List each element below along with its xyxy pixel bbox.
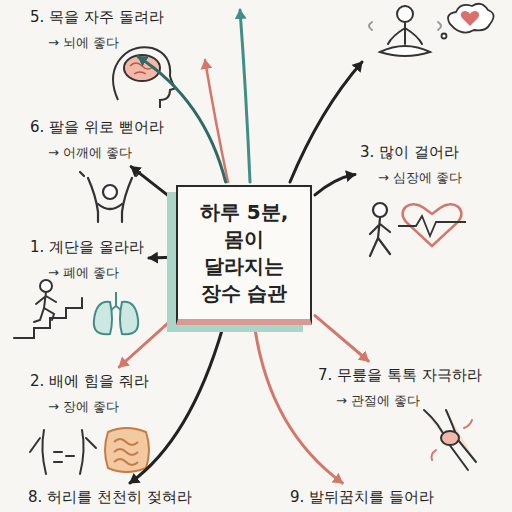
deco-arrows bbox=[205, 10, 362, 182]
arrow-connector bbox=[315, 316, 368, 361]
arrow-connector bbox=[131, 167, 173, 200]
benefit-text: → 심장에 좋다 bbox=[360, 170, 462, 187]
heart-cloud bbox=[442, 4, 494, 39]
habit-title: 9. 발뒤꿈치를 들어라 bbox=[290, 488, 434, 507]
habit-item: 1. 계단을 올라라 → 폐에 좋다 bbox=[30, 238, 144, 282]
benefit-text: → 어깨에 좋다 bbox=[30, 145, 164, 162]
benefit-text: → 폐에 좋다 bbox=[30, 265, 144, 282]
habit-title: 3. 많이 걸어라 bbox=[360, 143, 462, 162]
torso-icon bbox=[30, 430, 96, 474]
knee-icon bbox=[424, 410, 476, 470]
habit-title: 7. 무릎을 톡톡 자극하라 bbox=[318, 366, 482, 385]
center-box: 하루 5분, 몸이 달라지는 장수 습관 bbox=[176, 185, 312, 325]
lungs-icon bbox=[94, 292, 138, 334]
habit-title: 5. 목을 자주 돌려라 bbox=[30, 8, 164, 27]
arms-up-icon bbox=[80, 172, 140, 222]
habit-title: 1. 계단을 올라라 bbox=[30, 238, 144, 257]
habit-item: 5. 목을 자주 돌려라 → 뇌에 좋다 bbox=[30, 8, 164, 52]
benefit-text: → 장에 좋다 bbox=[30, 399, 149, 416]
arrow-connector bbox=[149, 256, 173, 260]
arrow-connector bbox=[130, 328, 223, 483]
habit-title: 6. 팔을 위로 뻗어라 bbox=[30, 118, 164, 137]
center-title: 하루 5분, 몸이 달라지는 장수 습관 bbox=[186, 199, 302, 307]
arrow-connector bbox=[255, 328, 342, 483]
arrow-connector bbox=[119, 319, 173, 367]
habit-item: 8. 허리를 천천히 젖혀라 bbox=[28, 488, 192, 507]
arrow-connector bbox=[315, 175, 355, 195]
habit-item: 6. 팔을 위로 뻗어라 → 어깨에 좋다 bbox=[30, 118, 164, 162]
stairs-icon bbox=[14, 280, 82, 338]
heart-ecg-icon bbox=[398, 204, 466, 246]
habit-item: 7. 무릎을 톡톡 자극하라 → 관절에 좋다 bbox=[318, 366, 482, 410]
walker-icon bbox=[370, 203, 390, 256]
benefit-text: → 관절에 좋다 bbox=[318, 393, 482, 410]
habit-item: 9. 발뒤꿈치를 들어라 bbox=[290, 488, 434, 507]
habit-title: 2. 배에 힘을 줘라 bbox=[30, 372, 149, 391]
meditation-figure bbox=[369, 6, 441, 56]
benefit-text: → 뇌에 좋다 bbox=[30, 35, 164, 52]
habit-title: 8. 허리를 천천히 젖혀라 bbox=[28, 488, 192, 507]
habit-item: 2. 배에 힘을 줘라 → 장에 좋다 bbox=[30, 372, 149, 416]
habit-item: 3. 많이 걸어라 → 심장에 좋다 bbox=[360, 143, 462, 187]
intestine-icon bbox=[105, 428, 149, 472]
